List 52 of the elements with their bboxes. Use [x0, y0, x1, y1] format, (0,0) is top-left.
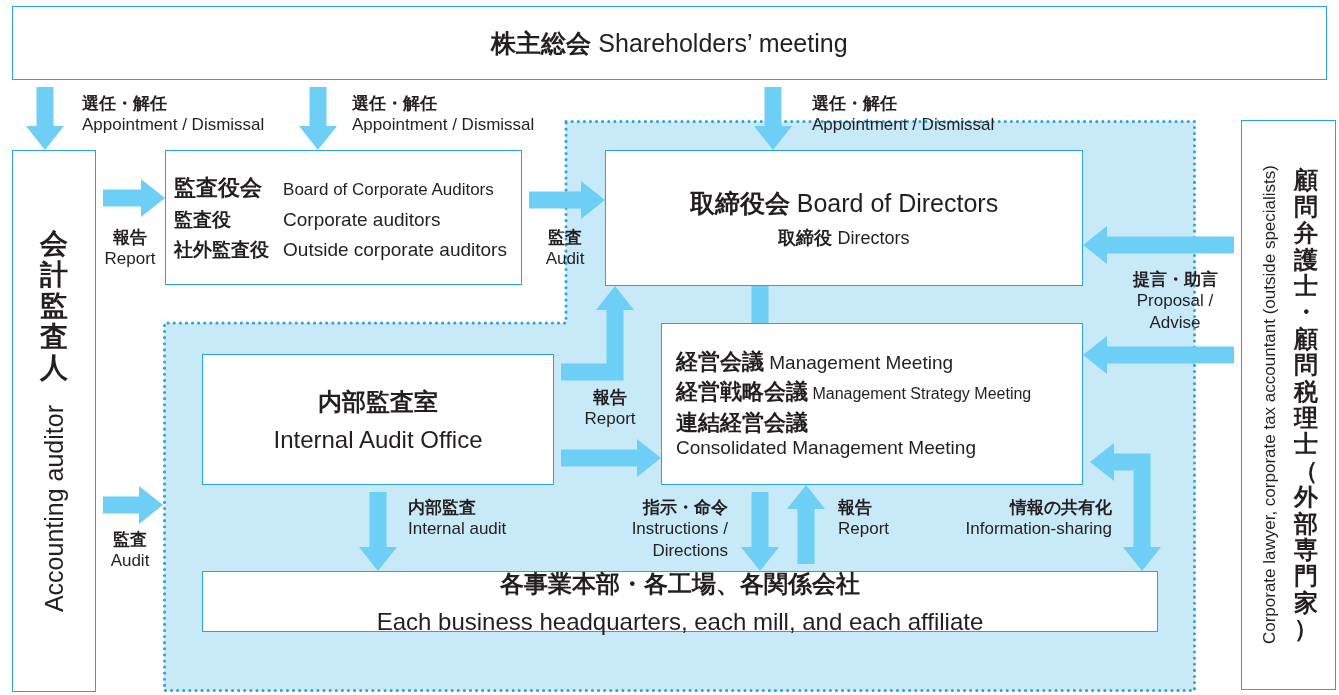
node-label: 各事業本部・各工場、各関係会社 — [500, 568, 860, 599]
edge-label: 選任・解任 Appointment / Dismissal — [352, 92, 535, 137]
edge-label: 監査 Audit — [545, 226, 585, 271]
node-label: 取締役会 Board of Directors — [689, 187, 999, 219]
block-arrow — [1090, 443, 1161, 571]
block-arrow — [561, 439, 661, 477]
block-arrow — [1083, 336, 1234, 374]
node-title: 株主総会 Shareholders’ meeting — [491, 27, 848, 59]
process-box — [165, 150, 522, 285]
connector-bar — [751, 286, 769, 323]
side-box — [12, 150, 96, 692]
edge-label: 情報の共有化 Information-sharing — [965, 496, 1112, 541]
block-arrow — [299, 87, 337, 150]
edge-label: 提言・助言 Proposal / Advise — [1131, 268, 1219, 335]
node-label: Each business headquarters, each mill, and each affiliate — [376, 607, 984, 636]
node-label: Internal Audit Office — [273, 425, 483, 454]
node-label: 経営会議 Management Meeting — [676, 347, 955, 376]
block-arrow — [787, 485, 825, 564]
node-label: Corporate lawyer, corporate tax accountant (outside specialists) — [1259, 165, 1280, 645]
edge-label: 報告 Report — [584, 386, 636, 431]
block-arrow — [741, 492, 779, 571]
edge-label: 内部監査 Internal audit — [408, 496, 507, 541]
process-box — [605, 150, 1083, 286]
process-box — [661, 323, 1083, 485]
edge-label: 報告 Report — [104, 226, 156, 271]
node-label: 顧問弁護士・顧問税理士（外部専門家） — [1293, 167, 1318, 643]
node-label: 社外監査役 — [174, 237, 270, 262]
block-arrow — [1083, 226, 1234, 264]
node-label: 監査役 — [174, 207, 232, 232]
node-label: 監査役会 — [174, 173, 263, 202]
title-box — [12, 6, 1327, 80]
process-box — [202, 354, 554, 485]
block-arrow — [26, 87, 64, 150]
edge-label: 選任・解任 Appointment / Dismissal — [812, 92, 995, 137]
node-label: 会計監査人 — [40, 229, 68, 384]
block-arrow — [359, 492, 397, 571]
node-label: 内部監査室 — [318, 386, 438, 417]
node-label: Outside corporate auditors — [283, 238, 508, 261]
node-label: Corporate auditors — [283, 208, 442, 231]
node-label: 取締役 Directors — [778, 226, 910, 250]
edge-label: 監査 Audit — [110, 528, 150, 573]
node-label: 連結経営会議 Consolidated Management Meeting — [676, 408, 977, 461]
block-arrow — [103, 486, 163, 524]
edge-label: 報告 Report — [838, 496, 890, 541]
side-box — [1241, 120, 1336, 690]
node-label: 経営戦略会議 Management Strategy Meeting — [676, 378, 1033, 406]
block-arrow — [103, 179, 165, 217]
node-label: Accounting auditor — [39, 405, 69, 613]
node-label: Board of Corporate Auditors — [283, 179, 495, 200]
block-arrow — [754, 87, 792, 150]
edge-label: 選任・解任 Appointment / Dismissal — [82, 92, 265, 137]
edge-label: 指示・命令 Instructions / Directions — [630, 496, 728, 563]
